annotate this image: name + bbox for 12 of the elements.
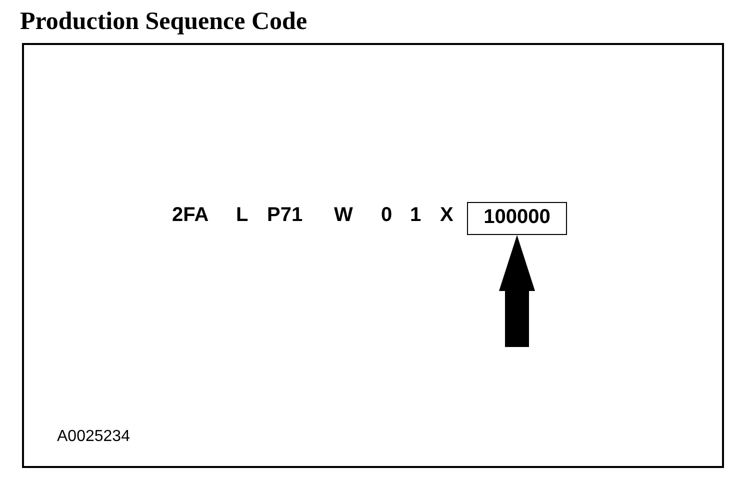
arrow <box>499 235 535 347</box>
code-label: 2FA <box>172 204 209 226</box>
code-label: W <box>334 204 353 226</box>
code-label: L <box>236 204 248 226</box>
figure-number: A0025234 <box>57 428 130 446</box>
figure-frame <box>22 43 724 468</box>
highlighted-code-box: 100000 <box>467 202 567 235</box>
code-label: 1 <box>410 204 422 226</box>
code-label: P71 <box>267 204 303 226</box>
code-label: 0 <box>381 204 392 226</box>
code-label: X <box>440 204 454 226</box>
diagram-title: Production Sequence Code <box>20 8 308 36</box>
